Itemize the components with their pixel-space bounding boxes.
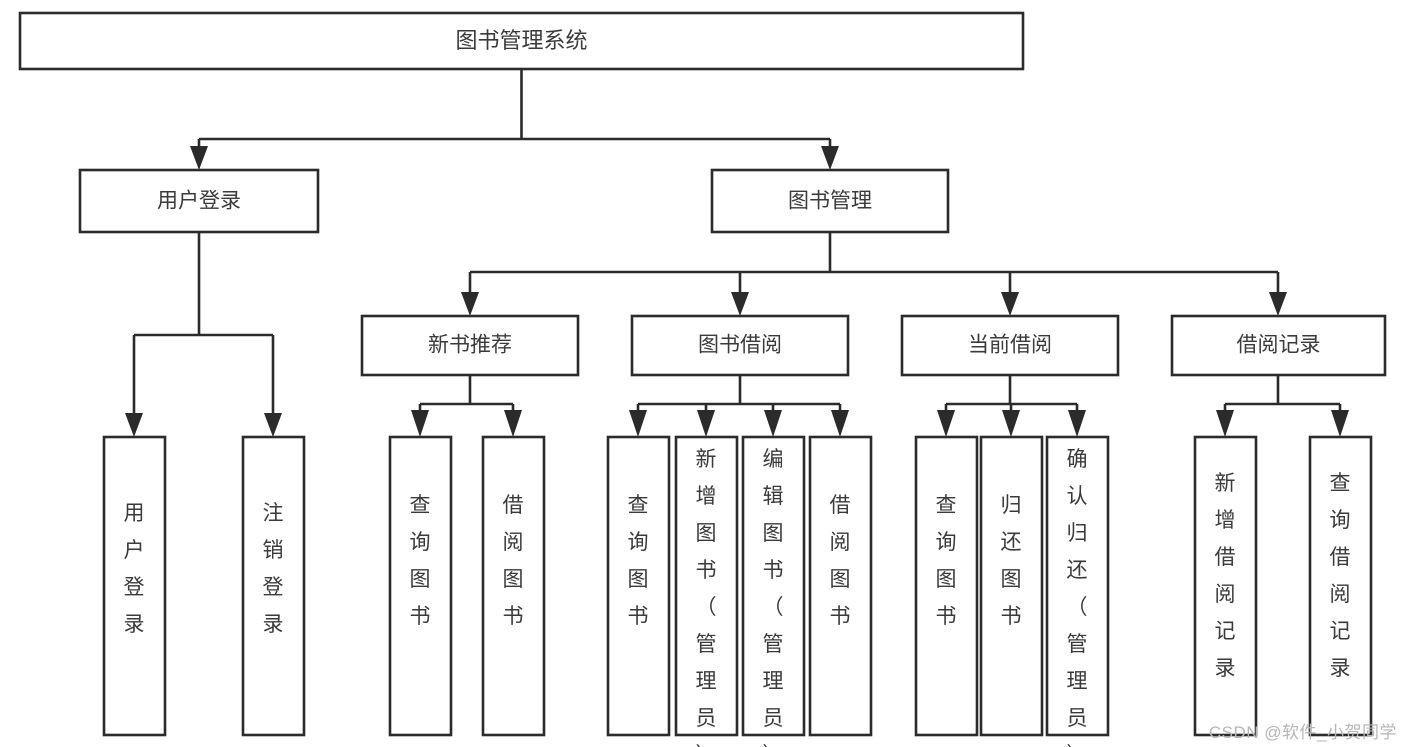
leaf-query-book-current-label: 查询图书 [936, 494, 957, 628]
leaf-query-borrow-record[interactable]: 查询借阅记录 [1308, 435, 1373, 737]
arrowhead-to-book-borrow [731, 292, 749, 316]
arrowhead-currentborrow-leaf-3 [1068, 410, 1086, 437]
node-user-login-label: 用户登录 [157, 190, 241, 213]
connector-bookmanage-bus [468, 232, 1280, 306]
leaf-borrow-book-newrec[interactable]: 借阅图书 [481, 435, 546, 737]
node-new-book-recommend[interactable]: 新书推荐 [360, 314, 580, 377]
arrowhead-to-leaf-logout [264, 413, 282, 437]
node-book-borrow-label: 图书借阅 [698, 334, 782, 357]
leaf-edit-book-admin-label: 编辑图书（管理员） [763, 448, 784, 747]
node-current-borrow-label: 当前借阅 [968, 334, 1052, 357]
leaf-borrow-book-label: 借阅图书 [830, 494, 851, 628]
leaf-query-book-newrec[interactable]: 查询图书 [388, 435, 453, 737]
arrowhead-to-book-manage [821, 146, 839, 170]
arrowhead-newbook-leaf-1 [411, 410, 429, 437]
arrowhead-to-borrow-record [1269, 292, 1287, 316]
arrowhead-bookborrow-leaf-3 [764, 410, 782, 437]
arrowhead-newbook-leaf-2 [504, 410, 522, 437]
leaf-borrow-book-newrec-label: 借阅图书 [503, 494, 524, 628]
leaf-confirm-return-admin-box[interactable] [1045, 435, 1110, 737]
leaf-return-book-box[interactable] [979, 435, 1044, 737]
arrowhead-currentborrow-leaf-2 [1002, 410, 1020, 437]
leaf-query-book-borrow[interactable]: 查询图书 [606, 435, 671, 737]
leaf-borrow-book-box[interactable] [808, 435, 873, 737]
arrowhead-to-current-borrow [1001, 292, 1019, 316]
leaf-return-book[interactable]: 归还图书 [979, 435, 1044, 737]
leaf-edit-book-admin-box[interactable] [741, 435, 806, 737]
leaf-add-book-admin-box[interactable] [674, 435, 739, 737]
leaf-return-book-label: 归还图书 [1001, 494, 1022, 628]
connector-root-bus [197, 69, 832, 160]
leaf-query-book-newrec-box[interactable] [388, 435, 453, 737]
leaf-query-book-newrec-label: 查询图书 [410, 494, 431, 628]
node-book-borrow-box[interactable] [630, 314, 850, 377]
arrowhead-to-new-book-rec [461, 292, 479, 316]
connector-layer [125, 69, 1349, 437]
leaf-confirm-return-admin[interactable]: 确认归还（管理员） [1045, 435, 1110, 747]
node-current-borrow[interactable]: 当前借阅 [900, 314, 1120, 377]
node-root[interactable]: 图书管理系统 [18, 11, 1025, 71]
node-book-management-box[interactable] [710, 168, 950, 234]
leaf-logout-label: 注销登录 [263, 502, 284, 636]
node-book-management-label: 图书管理 [788, 190, 872, 213]
leaf-query-book-current-box[interactable] [914, 435, 979, 737]
node-user-login-box[interactable] [78, 168, 320, 234]
node-borrow-record[interactable]: 借阅记录 [1170, 314, 1387, 377]
leaf-borrow-book[interactable]: 借阅图书 [808, 435, 873, 737]
arrowhead-bookborrow-leaf-1 [629, 410, 647, 437]
leaf-query-borrow-record-box[interactable] [1308, 435, 1373, 737]
connector-bookborrow-bus [636, 375, 842, 427]
arrowhead-bookborrow-leaf-4 [831, 410, 849, 437]
node-new-book-recommend-label: 新书推荐 [428, 334, 512, 357]
node-book-management[interactable]: 图书管理 [710, 168, 950, 234]
node-root-box[interactable] [18, 11, 1025, 71]
arrowhead-to-leaf-user-login [125, 413, 143, 437]
leaf-add-borrow-record-box[interactable] [1193, 435, 1258, 737]
leaf-logout[interactable]: 注销登录 [241, 435, 306, 737]
leaf-confirm-return-admin-label: 确认归还（管理员） [1067, 448, 1088, 747]
node-user-login[interactable]: 用户登录 [78, 168, 320, 234]
leaf-edit-book-admin[interactable]: 编辑图书（管理员） [741, 435, 806, 747]
node-root-label: 图书管理系统 [455, 28, 587, 53]
arrowhead-borrowrecord-leaf-1 [1216, 410, 1234, 437]
arrowhead-borrowrecord-leaf-2 [1331, 410, 1349, 437]
leaf-user-login-box[interactable] [102, 435, 167, 737]
connector-borrowrecord-bus [1223, 375, 1342, 427]
node-current-borrow-box[interactable] [900, 314, 1120, 377]
leaf-add-borrow-record[interactable]: 新增借阅记录 [1193, 435, 1258, 737]
leaf-add-book-admin-label: 新增图书（管理员） [696, 448, 717, 747]
leaf-query-book-current[interactable]: 查询图书 [914, 435, 979, 737]
csdn-watermark: CSDN @软件_小贺同学 [1208, 723, 1397, 742]
connector-newbook-bus [418, 375, 515, 427]
arrowhead-currentborrow-leaf-1 [937, 410, 955, 437]
leaf-user-login[interactable]: 用户登录 [102, 435, 167, 737]
leaf-logout-box[interactable] [241, 435, 306, 737]
leaf-query-book-borrow-label: 查询图书 [628, 494, 649, 628]
leaf-borrow-book-newrec-box[interactable] [481, 435, 546, 737]
arrowhead-bookborrow-leaf-2 [697, 410, 715, 437]
node-borrow-record-box[interactable] [1170, 314, 1387, 377]
node-new-book-recommend-box[interactable] [360, 314, 580, 377]
leaf-query-book-borrow-box[interactable] [606, 435, 671, 737]
connector-userlogin-bus [132, 232, 275, 427]
leaf-add-book-admin[interactable]: 新增图书（管理员） [674, 435, 739, 747]
arrowhead-to-user-login [190, 146, 208, 170]
leaf-add-borrow-record-label: 新增借阅记录 [1215, 472, 1236, 680]
node-book-borrow[interactable]: 图书借阅 [630, 314, 850, 377]
leaf-user-login-label: 用户登录 [124, 502, 145, 636]
node-borrow-record-label: 借阅记录 [1237, 334, 1321, 357]
leaf-query-borrow-record-label: 查询借阅记录 [1330, 472, 1351, 680]
